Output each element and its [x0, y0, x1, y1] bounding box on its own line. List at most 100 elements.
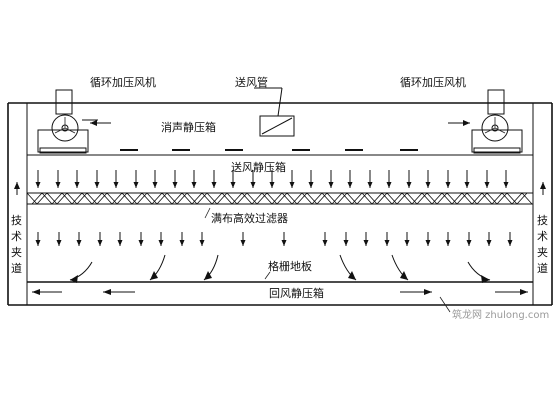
- label-circ-fan-left: 循环加压风机: [90, 75, 156, 89]
- corridor-right-char-3: 道: [537, 261, 548, 275]
- arrow-left-icon: [32, 289, 40, 295]
- arrow-down-icon: [117, 240, 123, 246]
- corner-leader: [439, 296, 451, 313]
- arrow-down-icon: [94, 182, 100, 188]
- hepa-filter-band: [26, 192, 533, 205]
- arrow-down-icon: [507, 240, 513, 246]
- fan-outlet-left: [55, 89, 73, 115]
- arrow-down-icon: [191, 182, 197, 188]
- filter-zigzag: [26, 192, 533, 205]
- label-supply-duct: 送风管: [235, 75, 268, 89]
- arrow-down-icon: [204, 271, 212, 280]
- arrow-up-icon: [540, 182, 546, 189]
- arrow-down-icon: [76, 240, 82, 246]
- arrow-down-icon: [322, 240, 328, 246]
- arrow-down-icon: [250, 182, 256, 188]
- curve-arrow-1: [69, 261, 93, 281]
- supply-plenum-arrows: [35, 170, 509, 188]
- corridor-left-char-3: 道: [11, 261, 22, 275]
- arrow-left-icon: [70, 275, 78, 283]
- circulation-fan-right: [448, 89, 523, 154]
- corridor-right-char-0: 技: [537, 214, 548, 227]
- supply-duct-box: [259, 115, 295, 137]
- arrow-down-icon: [281, 240, 287, 246]
- arrow-down-icon: [308, 182, 314, 188]
- arrow-down-icon: [199, 240, 205, 246]
- fan-outlet-right: [487, 89, 505, 115]
- arrow-right-icon: [463, 120, 470, 126]
- arrow-down-icon: [404, 240, 410, 246]
- cleanroom-downflow-arrows: [35, 232, 513, 246]
- fan-foot-right: [473, 147, 521, 154]
- supply-duct: [254, 87, 295, 137]
- fan-blade-left-3: [54, 127, 66, 134]
- corridor-right-char-2: 夹: [537, 246, 548, 259]
- arrow-down-icon: [230, 182, 236, 188]
- return-plenum-arrows: [32, 289, 528, 295]
- arrow-left-icon: [90, 120, 97, 126]
- fan-blade-right-2: [494, 127, 506, 134]
- corridor-right-char-1: 术: [537, 230, 548, 243]
- arrow-down-icon: [484, 182, 490, 188]
- arrow-down-icon: [35, 240, 41, 246]
- arrow-down-icon: [55, 182, 61, 188]
- circulation-fan-left: [37, 89, 111, 154]
- fan-blade-left-2: [64, 127, 76, 134]
- grating-leader: [264, 271, 271, 280]
- filter-zigzag-line-2: [31, 192, 533, 205]
- corridor-left-char-2: 夹: [11, 246, 22, 259]
- return-curve-arrows: [69, 254, 491, 283]
- arrow-down-icon: [503, 182, 509, 188]
- arrow-down-icon: [35, 182, 41, 188]
- corridor-left-char-0: 技: [11, 214, 22, 227]
- arrow-down-icon: [386, 182, 392, 188]
- arrow-down-icon: [211, 182, 217, 188]
- label-circ-fan-right: 循环加压风机: [400, 75, 466, 89]
- arrow-down-icon: [74, 182, 80, 188]
- arrow-down-icon: [367, 182, 373, 188]
- corridor-left-char-1: 术: [11, 230, 22, 243]
- arrow-left-icon: [103, 289, 111, 295]
- arrow-down-icon: [97, 240, 103, 246]
- fan-foot-left: [39, 147, 87, 154]
- curve-arrow-6: [467, 261, 491, 281]
- tech-corridor-arrows: [14, 182, 546, 195]
- label-grating-floor: 格栅地板: [268, 259, 312, 273]
- arrow-down-icon: [158, 240, 164, 246]
- arrow-right-icon: [424, 289, 432, 295]
- arrow-down-icon: [269, 182, 275, 188]
- arrow-down-icon: [328, 182, 334, 188]
- arrow-down-icon: [363, 240, 369, 246]
- arrow-down-icon: [406, 182, 412, 188]
- arrow-down-icon: [400, 271, 408, 280]
- arrow-down-icon: [343, 240, 349, 246]
- label-tech-corridor-left: 技 术 夹 道: [11, 214, 22, 275]
- supply-duct-diagonal: [261, 117, 293, 135]
- arrow-down-icon: [348, 271, 356, 280]
- arrow-down-icon: [240, 240, 246, 246]
- arrow-down-icon: [464, 182, 470, 188]
- arrow-down-icon: [425, 182, 431, 188]
- arrow-down-icon: [486, 240, 492, 246]
- label-supply-box: 送风静压箱: [231, 160, 286, 174]
- fan-icon: [51, 114, 79, 142]
- arrow-up-icon: [14, 182, 20, 189]
- arrow-down-icon: [384, 240, 390, 246]
- label-silencer-box: 消声静压箱: [161, 120, 216, 134]
- arrow-down-icon: [289, 182, 295, 188]
- arrow-down-icon: [466, 240, 472, 246]
- arrow-down-icon: [113, 182, 119, 188]
- arrow-down-icon: [179, 240, 185, 246]
- arrow-down-icon: [172, 182, 178, 188]
- arrow-down-icon: [56, 240, 62, 246]
- arrow-down-icon: [445, 240, 451, 246]
- arrow-right-icon: [481, 275, 490, 283]
- filter-zigzag-line: [26, 192, 528, 205]
- arrow-down-icon: [152, 182, 158, 188]
- label-tech-corridor-right: 技 术 夹 道: [537, 214, 548, 275]
- arrow-down-icon: [138, 240, 144, 246]
- fan-blade-right-3: [484, 127, 496, 134]
- duct-leader: [277, 87, 283, 117]
